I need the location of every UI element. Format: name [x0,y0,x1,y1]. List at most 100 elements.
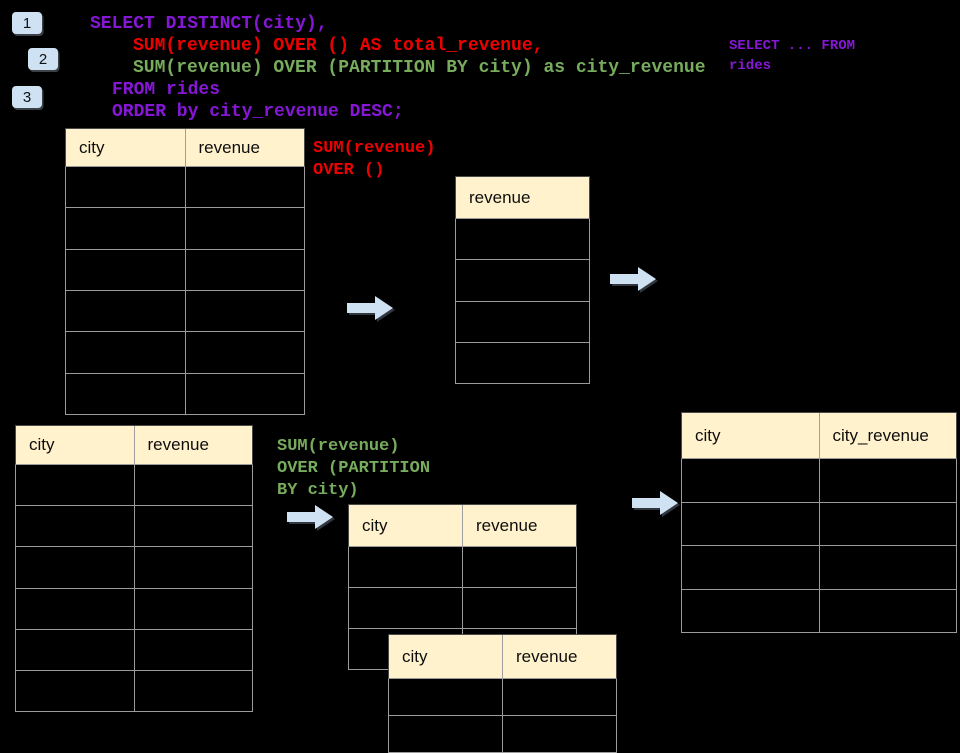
table-row [16,628,253,670]
table-row [16,587,253,629]
column-header: city [29,435,55,454]
table-cell [349,547,462,587]
table-cell [16,506,134,546]
table-cell [66,250,185,290]
table-row [456,219,589,259]
table-cell [133,588,253,629]
table-row [66,372,305,414]
table-cell [818,459,957,502]
table-cell [66,291,185,331]
table-row [456,259,589,300]
table-row [389,679,616,715]
table-cell [184,290,305,332]
table-city-revenue-result: city city_revenue [681,412,957,633]
table-cell [16,671,134,711]
table-cell [66,208,185,248]
table-header-row: city revenue [65,128,305,167]
table-cell [682,546,819,589]
arrow-right-icon [632,491,678,515]
table-cell [66,167,185,207]
table-row [16,669,253,712]
table-row [16,546,253,588]
arrow-right-icon [610,267,656,291]
table-cell [818,589,957,632]
table-header-row: revenue [455,176,590,219]
table-row [682,588,957,633]
column-header: revenue [133,426,253,464]
table-source-top: city revenue [65,128,305,415]
column-header: revenue [469,187,531,207]
table-cell [456,302,589,342]
column-header: revenue [462,505,576,546]
step-badge-2: 2 [28,48,58,70]
table-cell [133,547,253,588]
table-cell [682,459,819,502]
table-cell [16,630,134,670]
table-row [682,501,957,546]
table-cell [184,373,305,414]
annotation-partition-line-2: OVER (PARTITION [277,459,431,478]
table-cell [66,332,185,372]
column-header: city_revenue [818,413,957,458]
table-row [66,167,305,208]
table-cell [16,547,134,587]
table-cell [133,506,253,547]
annotation-total-line-1: SUM(revenue) [313,139,436,158]
table-cell [818,546,957,589]
table-row [16,465,252,506]
table-cell [682,503,819,546]
sql-code-line-1: SELECT DISTINCT(city), [90,14,328,34]
table-cell [456,219,589,259]
table-cell [462,547,576,587]
table-cell [389,716,502,752]
table-header-row: city revenue [348,504,577,547]
table-cell [462,588,576,628]
column-header: revenue [184,129,305,166]
sql-code-line-2: SUM(revenue) OVER () AS total_revenue, [133,36,544,56]
table-row [456,341,589,383]
table-cell [133,629,253,670]
sql-window-function-diagram: { "colors": { "purple": "#8617D6", "red"… [12,12,957,753]
column-header: city [79,137,105,157]
sql-code-line-3: SUM(revenue) OVER (PARTITION BY city) as… [133,58,706,78]
column-header: revenue [502,635,616,678]
table-header-row: city city_revenue [681,412,957,459]
annotation-partition-line-1: SUM(revenue) [277,437,400,456]
table-cell [66,374,185,414]
table-cell [16,465,134,505]
table-cell [456,260,589,300]
side-note-line-2: rides [729,58,772,74]
table-row [349,547,576,587]
table-cell [818,502,957,545]
sql-code-line-5: ORDER by city_revenue DESC; [112,102,404,122]
annotation-partition-line-3: BY city) [277,481,359,500]
sql-code-line-4: FROM rides [112,80,221,100]
column-header: city [402,646,428,666]
table-cell [184,167,305,208]
table-cell [682,590,819,633]
table-row [16,505,253,547]
table-row [66,207,304,249]
arrow-right-icon [347,296,393,320]
step-badge-3: 3 [12,86,42,108]
step-badge-1: 1 [12,12,42,34]
table-row [66,331,305,373]
table-cell [502,716,616,752]
column-header: city [695,425,721,445]
table-header-row: city revenue [15,425,253,465]
table-partition-step: city revenue [348,504,577,670]
annotation-total-line-2: OVER () [313,161,385,180]
table-total-revenue-result: revenue [455,176,590,384]
table-cell [502,679,616,715]
table-cell [456,343,589,383]
table-cell [349,588,462,628]
table-partition-step-overlay: city revenue [388,634,617,753]
table-row [389,715,616,752]
table-source-bottom: city revenue [15,425,253,712]
table-row [66,289,305,332]
column-header: city [362,515,388,535]
table-row [682,545,956,589]
table-header-row: city revenue [388,634,617,679]
table-cell [184,332,305,373]
table-cell [133,670,253,712]
